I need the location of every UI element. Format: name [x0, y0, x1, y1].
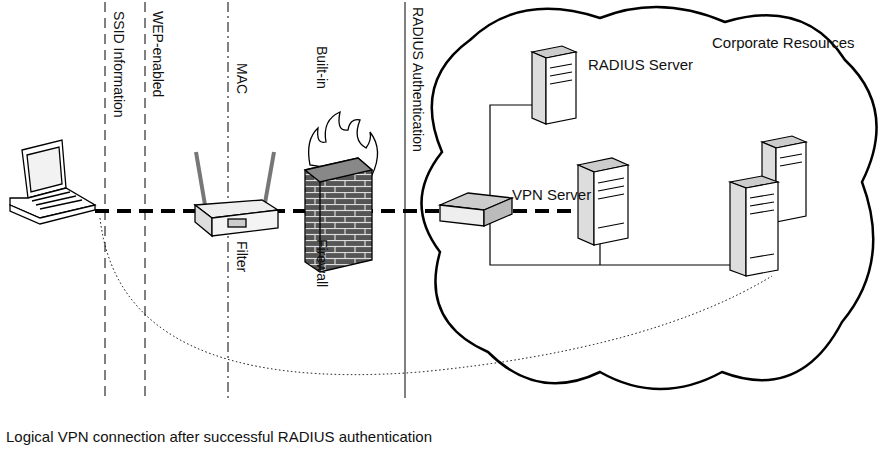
laptop-icon	[10, 140, 95, 224]
mac-boundary	[228, 2, 229, 400]
corporate-server-icons	[730, 136, 806, 276]
server-node: Corporate Resources	[712, 34, 855, 51]
boundary-label: SSID Information	[110, 10, 125, 119]
boundary-label: Filter	[233, 240, 248, 273]
switch-icon	[440, 193, 512, 226]
boundary-label: Firewall	[313, 238, 328, 288]
server-node: VPN Server	[512, 186, 591, 203]
network-cloud	[421, 7, 876, 389]
wep-boundary	[145, 2, 146, 400]
figure-caption: Logical VPN connection after successful …	[6, 428, 432, 445]
ssid-boundary	[105, 2, 106, 400]
server-node: RADIUS Server	[588, 56, 693, 73]
boundary-label: WEP-enabled	[149, 10, 164, 98]
radius-server-icon	[532, 46, 576, 124]
radius-boundary	[405, 2, 406, 398]
logical-vpn-curve	[100, 218, 772, 375]
boundary-label: MAC	[233, 62, 248, 95]
access-point-icon	[195, 152, 278, 236]
boundary-label: RADIUS Authentication	[409, 6, 424, 153]
boundary-label: Built-in	[313, 45, 328, 90]
server-label: RADIUS Server	[588, 56, 693, 73]
server-label: VPN Server	[512, 186, 591, 203]
resource-label: Corporate Resources	[712, 34, 855, 51]
